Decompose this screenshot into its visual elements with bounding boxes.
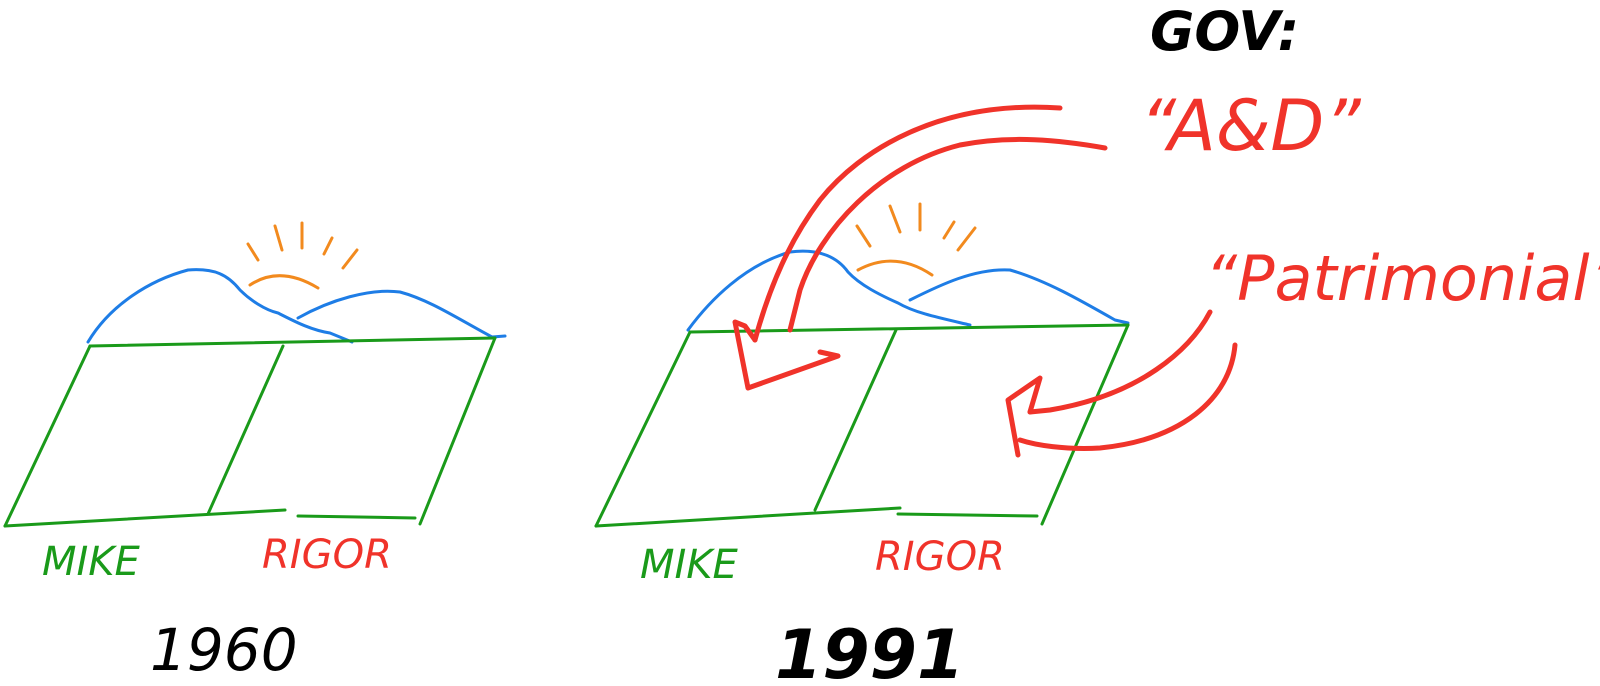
panel-1960: MIKE RIGOR 1960 <box>3 221 507 684</box>
patrimonial-label: “Patrimonial” <box>1205 242 1600 315</box>
sun-icon <box>855 202 977 277</box>
mountain-icon <box>686 249 1130 332</box>
panel-1991: MIKE RIGOR 1991 <box>594 202 1130 686</box>
owner-label-left: MIKE <box>42 539 141 585</box>
year-label: 1960 <box>150 616 298 684</box>
year-label: 1991 <box>775 616 964 686</box>
owner-label-right: RIGOR <box>262 532 392 578</box>
field-plot-left <box>3 336 497 528</box>
patrimonial-arrow-icon <box>1005 309 1238 458</box>
gov-label: GOV: <box>1150 0 1299 63</box>
ad-arrow-icon <box>732 104 1108 391</box>
owner-label-left: MIKE <box>640 542 739 588</box>
annotations: GOV: “A&D” “Patrimonial” <box>732 0 1600 458</box>
mountain-icon <box>86 268 507 344</box>
sun-icon <box>246 221 359 290</box>
ad-label: “A&D” <box>1140 85 1361 167</box>
field-plot-right <box>594 323 1130 528</box>
owner-label-right: RIGOR <box>875 534 1005 580</box>
